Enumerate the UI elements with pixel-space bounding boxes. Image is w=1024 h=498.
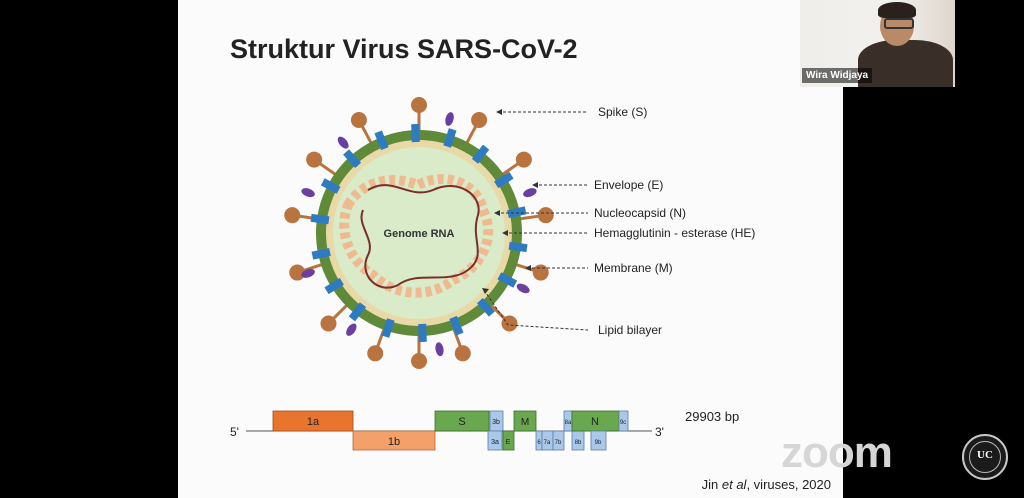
membrane-protein	[476, 297, 495, 317]
gene-S-label: S	[458, 416, 465, 428]
spike-head	[471, 111, 488, 128]
gene-E	[502, 430, 515, 451]
citation-rest: , viruses, 2020	[746, 477, 831, 492]
membrane-protein	[471, 144, 490, 164]
uc-logo: UC	[962, 434, 1008, 480]
uc-logo-text: UC	[977, 449, 993, 461]
gene-3a-label: 3a	[491, 439, 499, 446]
gene-7a-label: 7a	[544, 440, 551, 446]
genome-map: 5' 3' 1a 1b S 3b 3a E M 6 7a 7b 8a 8b	[230, 410, 664, 451]
spike-head	[306, 151, 323, 168]
gene-7b	[552, 430, 565, 451]
membrane-protein	[348, 302, 367, 322]
gene-M	[513, 410, 537, 432]
membrane-protein	[320, 178, 341, 194]
gene-1b-label: 1b	[388, 436, 400, 448]
spike-head	[532, 264, 549, 281]
gene-9b	[590, 430, 607, 451]
gene-6-label: 6	[537, 440, 541, 446]
membrane-protein	[449, 315, 464, 336]
membrane-protein	[497, 272, 518, 288]
slide: Struktur Virus SARS-CoV-2 Genome RNA Spi…	[178, 0, 843, 498]
he-protein	[301, 268, 315, 278]
membrane-protein	[443, 128, 457, 148]
gene-N-label: N	[591, 416, 599, 428]
spike-head	[411, 353, 427, 369]
gene-8b-label: 8b	[575, 440, 582, 446]
virus-diagram: Genome RNA Spike (S) Envelope (E) Nucleo…	[230, 97, 755, 451]
membrane-protein	[508, 241, 528, 253]
participant-body	[858, 40, 953, 87]
membrane-proteins	[310, 123, 528, 343]
gene-3a	[487, 430, 503, 451]
spike-head	[454, 345, 471, 362]
gene-9c	[618, 410, 629, 432]
label-nucleocapsid: Nucleocapsid (N)	[594, 206, 686, 220]
label-hemagglutinin: Hemagglutinin - esterase (HE)	[594, 226, 755, 240]
genome-size: 29903 bp	[685, 409, 740, 424]
membrane-protein	[507, 206, 527, 218]
citation-authors: Jin	[701, 477, 722, 492]
gene-1a	[272, 410, 354, 432]
spike-head	[350, 111, 367, 128]
label-leaders	[483, 111, 589, 331]
label-lipid-bilayer: Lipid bilayer	[598, 323, 662, 337]
membrane-protein	[418, 323, 427, 343]
gene-S	[434, 410, 490, 432]
he-protein	[523, 188, 537, 198]
gene-8a-label: 8a	[565, 420, 572, 426]
hemagglutinin-esterase-proteins	[301, 112, 537, 357]
participant-name: Wira Widjaya	[802, 68, 873, 83]
spike-head	[411, 97, 427, 113]
citation-etal: et al	[721, 477, 747, 492]
three-prime-label: 3'	[655, 425, 664, 439]
gene-1a-label: 1a	[307, 416, 320, 428]
spike-head	[537, 207, 554, 224]
membrane-protein	[374, 130, 389, 151]
label-arrowheads	[482, 109, 538, 294]
gene-M-label: M	[521, 417, 529, 428]
spike-head	[367, 345, 384, 362]
gene-E-label: E	[506, 439, 511, 446]
label-membrane: Membrane (M)	[594, 261, 673, 275]
he-protein	[516, 283, 530, 294]
gene-9b-label: 9b	[595, 440, 602, 446]
label-spike: Spike (S)	[598, 105, 647, 119]
membrane-protein	[324, 277, 344, 295]
zoom-logo: zoom	[781, 428, 893, 477]
he-protein	[435, 342, 444, 357]
spike-head	[284, 207, 301, 224]
spike-head	[320, 315, 337, 332]
membrane-protein	[310, 213, 330, 225]
gene-7b-label: 7b	[555, 440, 562, 446]
spike-head	[501, 315, 518, 332]
genome-rna-label: Genome RNA	[384, 228, 455, 240]
slide-title: Struktur Virus SARS-CoV-2	[230, 34, 578, 64]
he-protein	[346, 323, 357, 336]
label-envelope: Envelope (E)	[594, 178, 663, 192]
membrane-protein	[381, 318, 395, 338]
gene-1b	[352, 430, 436, 451]
uc-logo-ring	[969, 441, 1001, 473]
gene-9c-label: 9c	[620, 420, 626, 426]
participant-hair	[878, 2, 916, 18]
spike-head	[515, 151, 532, 168]
he-protein	[301, 188, 315, 198]
spike-head	[289, 264, 306, 281]
citation: Jin et al, viruses, 2020	[702, 477, 831, 492]
five-prime-label: 5'	[230, 425, 239, 439]
membrane-protein	[343, 149, 362, 169]
genome-rna-strand	[360, 184, 480, 289]
participant-video-tile[interactable]: Wira Widjaya	[800, 0, 955, 87]
he-protein	[445, 112, 454, 126]
glasses-icon	[884, 18, 914, 29]
membrane-protein	[494, 171, 514, 189]
membrane-protein	[311, 248, 331, 260]
gene-3b-label: 3b	[492, 419, 500, 426]
membrane-protein	[411, 123, 420, 143]
he-protein	[337, 136, 349, 149]
